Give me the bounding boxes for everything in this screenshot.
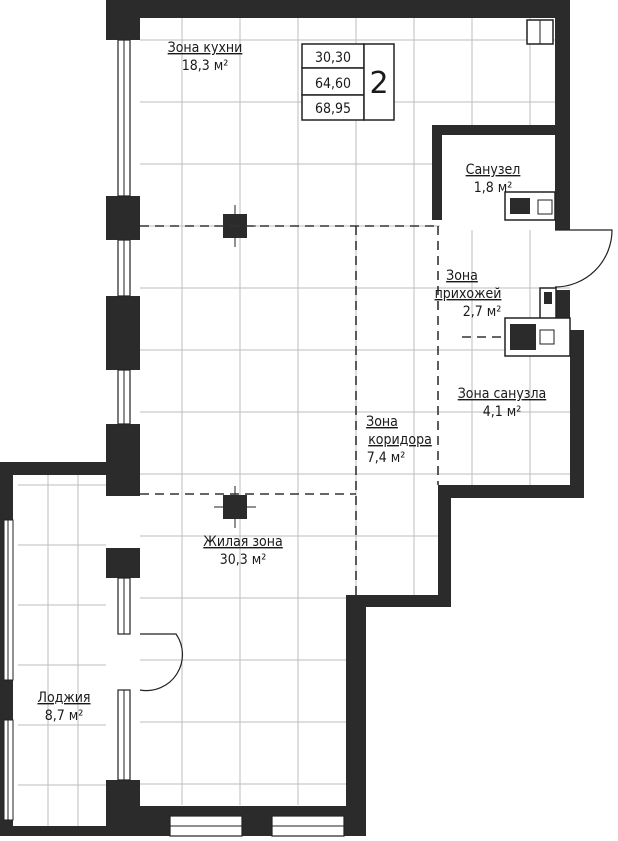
bath-zone-area: 4,1 м²: [483, 404, 522, 420]
bathroom-fixtures: [504, 191, 556, 221]
bath-zone-label: Зона санузла: [458, 386, 547, 402]
riser-block: [504, 287, 571, 357]
room-labels: Зона кухни 18,3 м² Санузел 1,8 м² Зона п…: [38, 40, 547, 724]
floor-grid: [18, 18, 570, 828]
loggia-label: Лоджия: [38, 690, 91, 706]
area-total-value: 64,60: [315, 76, 351, 92]
left-windows: [117, 39, 131, 781]
area-full-value: 68,95: [315, 101, 351, 117]
kitchen-area: 18,3 м²: [182, 58, 229, 74]
corridor-area: 7,4 м²: [367, 450, 406, 466]
kitchen-label: Зона кухни: [168, 40, 243, 56]
bathroom-area: 1,8 м²: [474, 180, 513, 196]
loggia-area: 8,7 м²: [45, 708, 84, 724]
area-living-value: 30,30: [315, 50, 351, 66]
bathroom-label: Санузел: [466, 162, 521, 178]
column-2: [214, 486, 256, 528]
entrance-door-swing: [554, 229, 613, 288]
apartment-number: 2: [369, 66, 388, 101]
corridor-label-1: Зона: [366, 414, 398, 430]
living-label: Жилая зона: [203, 534, 282, 550]
loggia-door-swing: [139, 633, 184, 692]
area-table: 30,30 64,60 68,95 2: [301, 43, 395, 121]
hallway-label-2: прихожей: [435, 286, 502, 302]
loggia-windows: [3, 519, 14, 821]
hallway-area: 2,7 м²: [463, 304, 502, 320]
living-area: 30,3 м²: [220, 552, 267, 568]
hallway-label-1: Зона: [446, 268, 478, 284]
corridor-label-2: коридора: [368, 432, 432, 448]
zone-boundaries: [140, 225, 505, 595]
bottom-windows: [169, 815, 345, 837]
